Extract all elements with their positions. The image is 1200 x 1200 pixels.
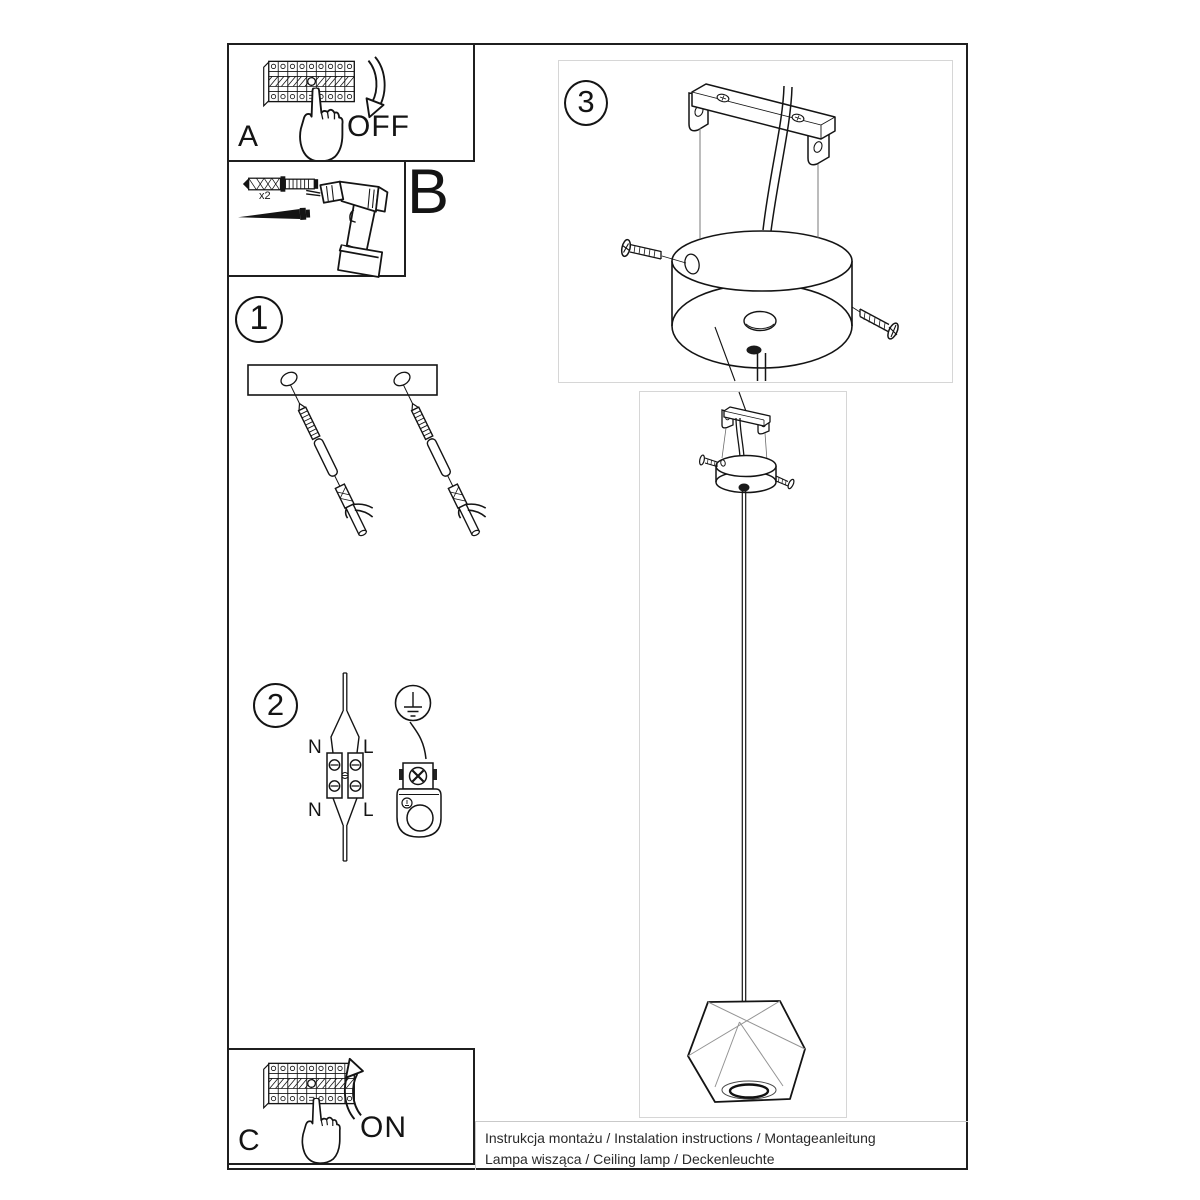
- step-3-number: 3: [577, 84, 595, 119]
- mains-cable: [762, 85, 793, 232]
- step-c-action-on: ON: [360, 1111, 407, 1144]
- canopy-mounting-drawing: [620, 83, 899, 382]
- step-c-box: [227, 1048, 475, 1165]
- sheet-border: [227, 43, 968, 1170]
- footer-line-1: Instrukcja montażu / Instalation instruc…: [485, 1130, 876, 1146]
- footer-line-2: Lampa wisząca / Ceiling lamp / Deckenleu…: [485, 1151, 775, 1167]
- wall-anchor-icon: [242, 176, 319, 192]
- ground-symbol-icon: [394, 684, 432, 722]
- assembly-screw-left: [699, 454, 718, 468]
- canopy-screw-right: [851, 306, 899, 340]
- wire-label-n-top: N: [308, 737, 322, 758]
- anchor-screw-left: [283, 375, 383, 539]
- ground-clamp: [396, 762, 442, 838]
- wiring-diagram: N L N L: [308, 672, 442, 862]
- step-3-badge: 3: [564, 80, 608, 126]
- assembly-overview-box: [639, 391, 847, 1118]
- pendant-opening: [728, 1083, 770, 1099]
- step-a-box: [227, 43, 475, 162]
- drill-icon: [306, 180, 389, 278]
- wire-label-l-top: L: [363, 737, 374, 758]
- pendant-cable: [741, 491, 747, 1002]
- step-a-label: A: [238, 120, 259, 153]
- supply-cable-bottom: [332, 797, 358, 862]
- detail-leader-line-upper: [714, 326, 736, 382]
- step-2-number: 2: [266, 686, 285, 722]
- step-b-quantity: x2: [259, 190, 271, 202]
- wire-label-n-bottom: N: [308, 800, 322, 821]
- step-a-action-off: OFF: [347, 110, 410, 143]
- anchor-screw-right: [396, 375, 496, 539]
- canopy: [671, 128, 853, 381]
- step-2-badge: 2: [253, 683, 298, 728]
- ceiling-bracket: [688, 83, 836, 166]
- assembly-canopy: [715, 454, 777, 494]
- step-b-label: B: [407, 157, 450, 227]
- screw-icon: [238, 207, 311, 220]
- step-1-number: 1: [249, 299, 269, 337]
- lamp-assembly-drawing: [687, 391, 806, 1103]
- terminal-block: [326, 752, 364, 799]
- footer-caption: Instrukcja montażu / Instalation instruc…: [475, 1121, 968, 1170]
- wire-label-l-bottom: L: [363, 800, 374, 821]
- ground-wire: [409, 721, 427, 760]
- step-b-box: [227, 160, 406, 278]
- mounting-bracket-drawing: [247, 364, 496, 539]
- step-1-badge: 1: [235, 296, 283, 343]
- canopy-screw-left: [620, 238, 687, 264]
- supply-cable-top: [330, 672, 360, 754]
- pendant-shade: [687, 1000, 806, 1103]
- assembly-screw-right: [775, 475, 795, 490]
- step-c-label: C: [238, 1124, 260, 1157]
- assembly-cable-upper: [735, 417, 745, 458]
- assembly-ceiling-bracket: [721, 406, 771, 435]
